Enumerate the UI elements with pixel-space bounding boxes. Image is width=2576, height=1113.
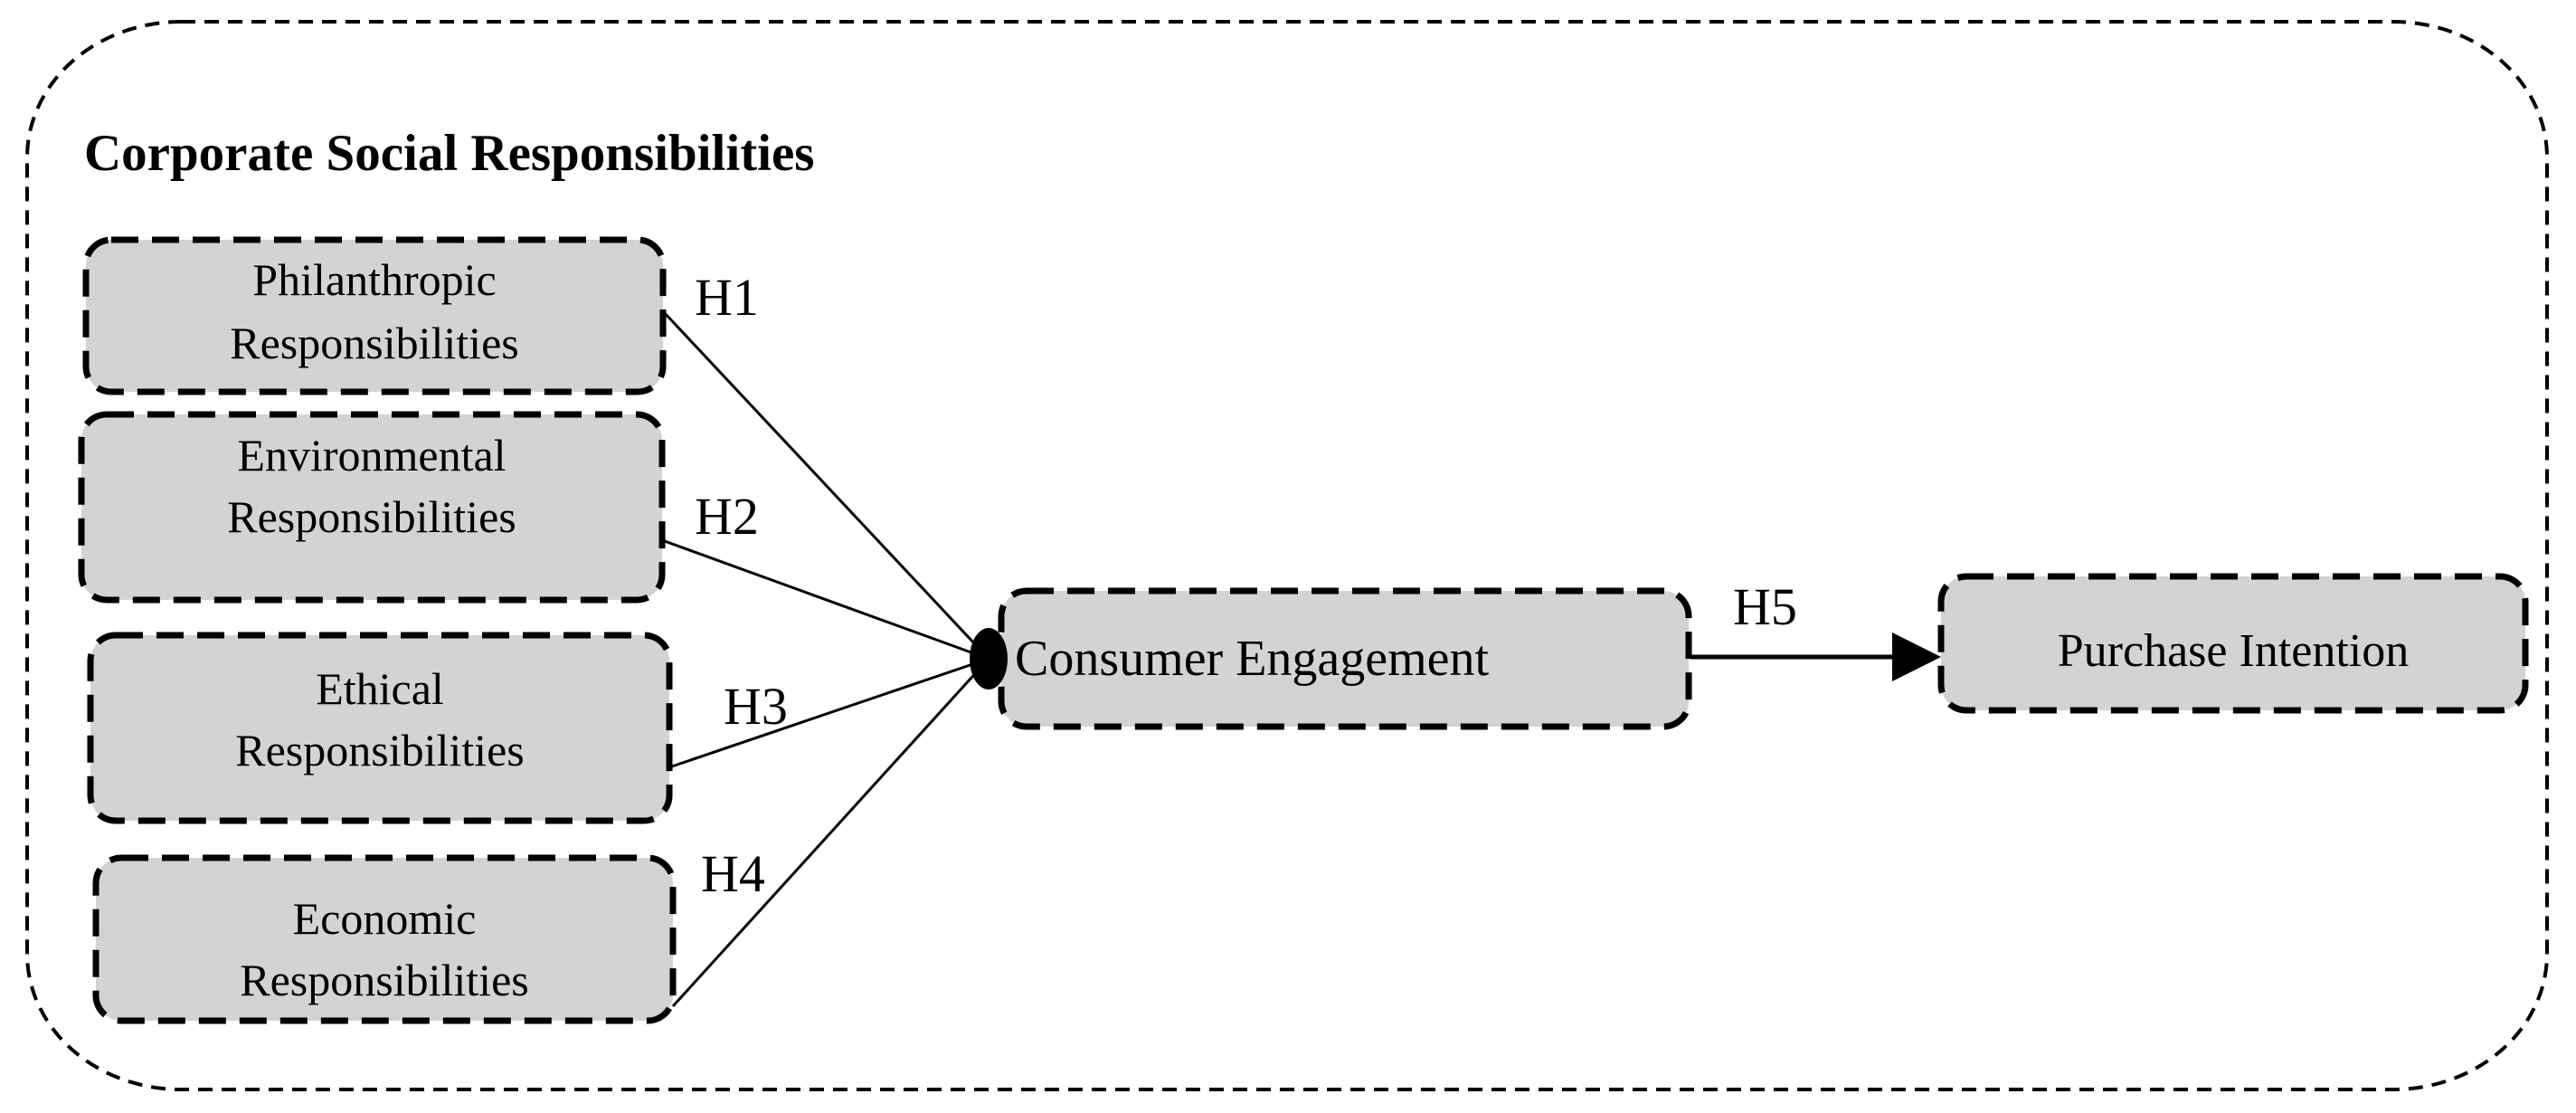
h3-path-line: [668, 657, 990, 769]
ethical-box: [87, 632, 673, 824]
philanthropic-label-line2: Responsibilities: [230, 318, 518, 368]
h2-label: H2: [695, 487, 759, 546]
philanthropic-box: [82, 236, 667, 395]
environmental-box: [78, 411, 666, 604]
consumer-engagement-label: Consumer Engagement: [1015, 631, 1490, 687]
ethical-label-line1: Ethical: [316, 663, 444, 714]
environmental-label-line2: Responsibilities: [227, 491, 516, 542]
h1-label: H1: [695, 268, 759, 327]
h5-arrowhead: [1892, 633, 1941, 681]
convergence-dot: [970, 628, 1008, 690]
philanthropic-label-line1: Philanthropic: [252, 254, 496, 305]
h4-label: H4: [701, 844, 765, 903]
environmental-label-line1: Environmental: [237, 430, 506, 480]
purchase-intention-label: Purchase Intention: [2058, 625, 2409, 677]
economic-box: [92, 854, 677, 1024]
csr-group-title: Corporate Social Responsibilities: [84, 125, 815, 182]
h1-path-line: [661, 309, 990, 661]
csr-group-container: [25, 20, 2549, 1091]
economic-label-line2: Responsibilities: [240, 955, 528, 1005]
h5-label: H5: [1733, 577, 1797, 636]
purchase-intention-box: [1937, 573, 2529, 714]
ethical-label-line2: Responsibilities: [235, 725, 524, 775]
h4-path-line: [671, 657, 990, 1008]
economic-label-line1: Economic: [293, 893, 477, 944]
h2-path-line: [661, 538, 990, 661]
h3-label: H3: [724, 677, 788, 736]
